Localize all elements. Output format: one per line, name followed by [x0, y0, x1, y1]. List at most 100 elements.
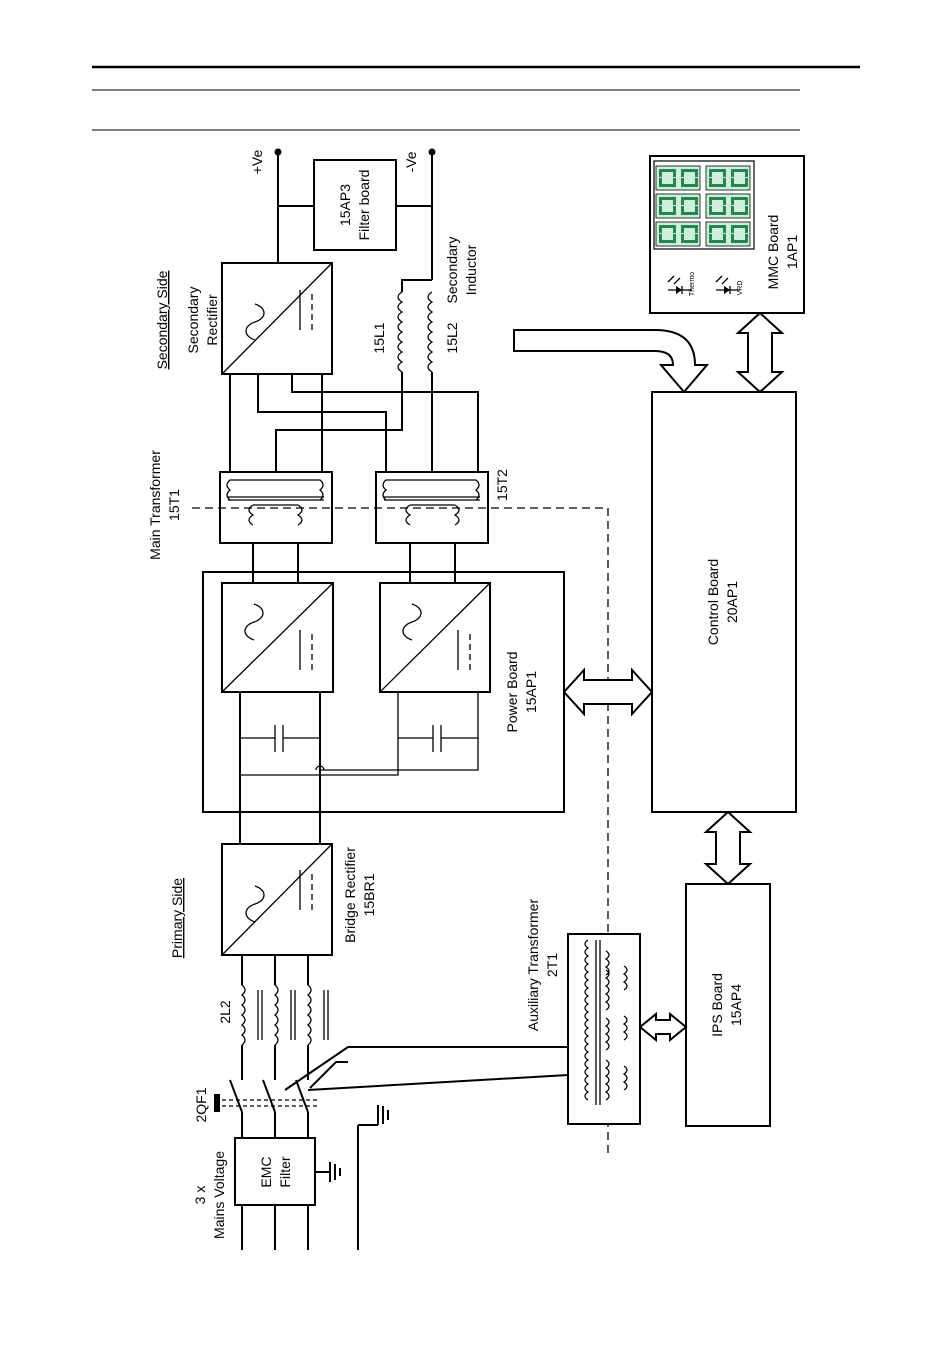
display-segment	[723, 225, 726, 233]
display-segment	[745, 178, 748, 186]
secondary-inductor-label-1: Secondary	[444, 237, 460, 304]
display-segment	[723, 197, 726, 205]
display-segment	[673, 169, 676, 177]
display-digit	[656, 194, 700, 218]
display-digit	[706, 166, 750, 190]
ips-board-name: IPS Board	[709, 973, 725, 1037]
display-segment	[709, 206, 712, 214]
display-segment	[681, 169, 684, 177]
control-board-name: Control Board	[705, 559, 721, 645]
display-digit	[656, 166, 700, 190]
breaker-2qf1	[214, 1060, 320, 1138]
power-board-name: Power Board	[504, 652, 520, 733]
main-transformer-name: Main Transformer	[147, 450, 163, 560]
filter-board	[314, 160, 396, 250]
display-digit	[656, 222, 700, 246]
secondary-inductors	[396, 149, 436, 401]
display-digit	[706, 194, 750, 218]
main-transformer-id: 15T1	[166, 489, 182, 521]
display-segment	[695, 206, 698, 214]
secondary-inductor-label-2: Inductor	[463, 244, 479, 295]
display-segment	[681, 234, 684, 242]
primary-side-label: Primary Side	[169, 878, 185, 958]
display-segment	[695, 225, 698, 233]
display-segment	[723, 206, 726, 214]
display-segment	[659, 178, 662, 186]
display-segment	[723, 178, 726, 186]
aux-transformer-2t1	[568, 934, 640, 1124]
display-segment	[673, 234, 676, 242]
display-segment	[681, 206, 684, 214]
filter-board-id: 15AP3	[337, 184, 353, 226]
positive-output	[275, 149, 315, 264]
led-vrd-label: VRD	[737, 281, 744, 296]
display-segment	[723, 169, 726, 177]
display-segment	[659, 197, 662, 205]
display-segment	[731, 225, 734, 233]
display-segment	[745, 169, 748, 177]
ips-board-id: 15AP4	[728, 984, 744, 1026]
display-segment	[709, 225, 712, 233]
control-board-id: 20AP1	[724, 581, 740, 623]
display-segment	[745, 206, 748, 214]
earth-symbol	[378, 1105, 388, 1125]
display-segment	[709, 178, 712, 186]
led-thermo-label: Thermo	[689, 272, 696, 296]
filter-board-name: Filter board	[356, 170, 372, 241]
display-segment	[673, 206, 676, 214]
aux-feed-wires	[285, 1047, 568, 1090]
display-segment	[659, 225, 662, 233]
display-segment	[695, 169, 698, 177]
display-segment	[673, 225, 676, 233]
mmc-board-id: 1AP1	[784, 235, 800, 269]
display-segment	[745, 234, 748, 242]
display-segment	[709, 234, 712, 242]
choke-2l2	[242, 955, 328, 1060]
display-segment	[681, 225, 684, 233]
display-segment	[731, 178, 734, 186]
header-rules	[92, 67, 860, 130]
display-digit	[706, 222, 750, 246]
bridge-rectifier	[222, 844, 332, 955]
breaker-label: 2QF1	[193, 1087, 209, 1122]
display-segment	[695, 178, 698, 186]
positive-label: +Ve	[249, 150, 265, 175]
feedback-arrow	[514, 330, 707, 392]
secondary-rectifier-label-1: Secondary	[185, 287, 201, 354]
display-segment	[659, 206, 662, 214]
display-segment	[731, 197, 734, 205]
emc-filter-label-2: Filter	[277, 1156, 293, 1187]
transformer-15t2-label: 15T2	[494, 469, 510, 501]
mmc-control-arrow	[738, 313, 782, 392]
display-segment	[731, 234, 734, 242]
display-segment	[673, 197, 676, 205]
display-segment	[695, 234, 698, 242]
display-segment	[695, 197, 698, 205]
display-segment	[745, 225, 748, 233]
inductor-15l1-label: 15L1	[371, 322, 387, 353]
mains-count-label: 3 x	[192, 1186, 208, 1205]
display-segment	[723, 234, 726, 242]
choke-label: 2L2	[217, 1000, 233, 1024]
display-segment	[681, 197, 684, 205]
negative-label: -Ve	[403, 151, 419, 172]
display-segment	[731, 206, 734, 214]
aux-transformer-name: Auxiliary Transformer	[525, 899, 541, 1032]
inductor-15l2-label: 15L2	[444, 322, 460, 353]
secondary-rectifier-label-2: Rectifier	[204, 294, 220, 346]
secondary-wiring	[230, 372, 478, 472]
bridge-rectifier-id: 15BR1	[361, 873, 377, 916]
bridge-rectifier-name: Bridge Rectifier	[342, 847, 358, 943]
display-segment	[673, 178, 676, 186]
control-ips-arrow	[706, 812, 750, 884]
emc-filter-label-1: EMC	[258, 1156, 274, 1187]
display-segment	[709, 169, 712, 177]
display-segment	[731, 169, 734, 177]
mains-voltage-label: Mains Voltage	[211, 1151, 227, 1239]
secondary-side-label: Secondary Side	[154, 270, 170, 369]
display-segment	[681, 178, 684, 186]
display-segment	[709, 197, 712, 205]
display-segment	[659, 234, 662, 242]
power-board-id: 15AP1	[523, 671, 539, 713]
display-segment	[745, 197, 748, 205]
